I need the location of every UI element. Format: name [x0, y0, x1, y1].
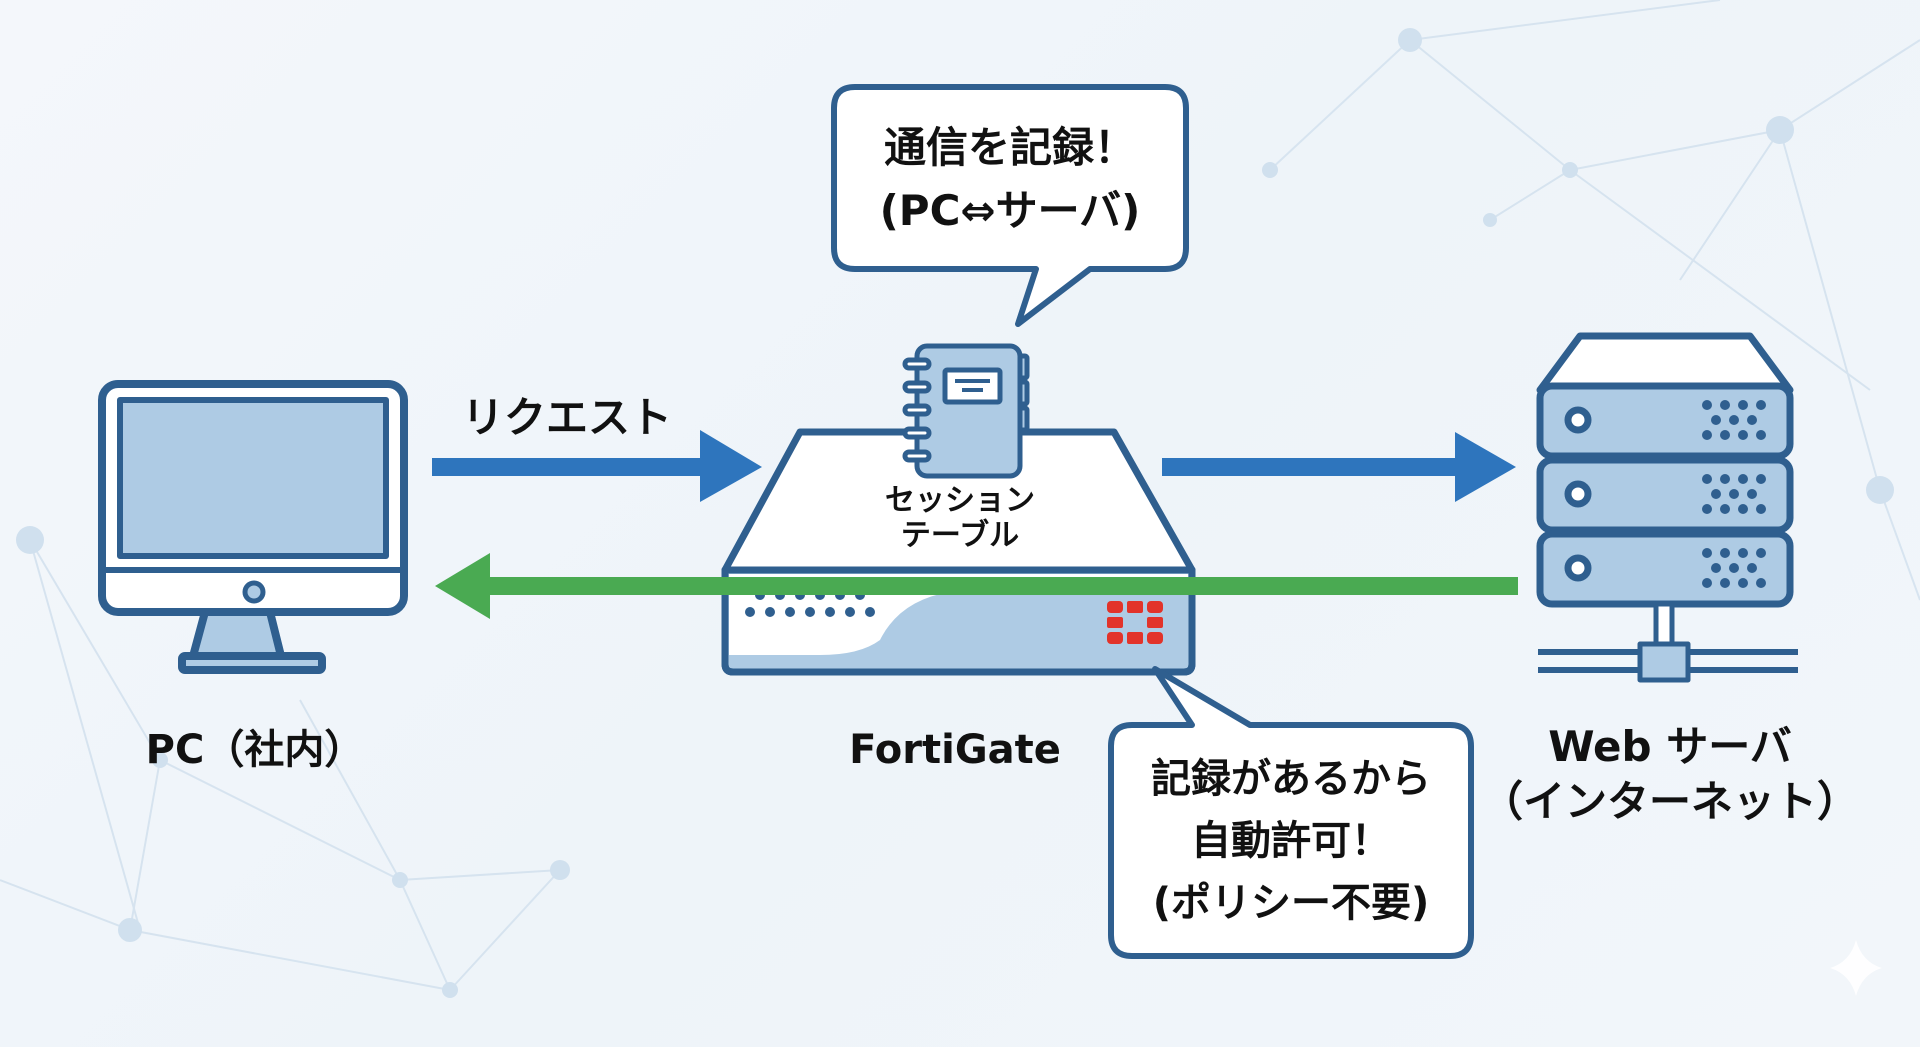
session-table-line1: セッション: [885, 483, 1035, 518]
request-arrow-continued: [1162, 432, 1516, 502]
sparkle-icon: [1830, 940, 1882, 996]
speech-bubble-top-line1: 通信を記録！: [883, 123, 1136, 172]
vent-dot: [1711, 563, 1721, 573]
vent-dot: [1729, 415, 1739, 425]
vent-dot: [1720, 474, 1730, 484]
vent-dot: [1747, 489, 1757, 499]
speech-bubble-bottom: [1108, 666, 1474, 959]
server-label-line2: （インターネット）: [1480, 776, 1859, 826]
vent-dot: [1756, 430, 1766, 440]
vent-dot: [1720, 400, 1730, 410]
speech-bubble-bottom-text: 記録があるから 自動許可！ (ポリシー不要): [1111, 748, 1471, 934]
vent-dot: [1738, 430, 1748, 440]
speech-bubble-bottom-line1: 記録があるから: [1151, 756, 1431, 802]
vent-dot: [1711, 415, 1721, 425]
vent-dot: [1738, 504, 1748, 514]
request-arrow-label: リクエスト: [462, 393, 673, 442]
vent-dot: [1738, 474, 1748, 484]
vent-dot: [1756, 400, 1766, 410]
session-table-label: セッション テーブル: [860, 483, 1060, 554]
speech-bubble-bottom-line3: (ポリシー不要): [1152, 880, 1430, 926]
server-vent-dots: [1702, 400, 1766, 588]
vent-dot: [1729, 563, 1739, 573]
vent-dot: [1702, 578, 1712, 588]
speech-bubble-top: [831, 84, 1189, 327]
vent-dot: [1756, 474, 1766, 484]
vent-dot: [1738, 400, 1748, 410]
fortinet-logo-icon: [1107, 601, 1163, 644]
vent-dot: [1729, 489, 1739, 499]
speech-bubble-top-text: 通信を記録！ (PC⇔サーバ): [834, 116, 1186, 242]
server-label: Web サーバ （インターネット）: [1460, 720, 1880, 829]
session-table-line2: テーブル: [900, 518, 1020, 554]
request-arrow: [432, 430, 762, 502]
desktop-monitor-icon: [98, 380, 408, 674]
vent-dot: [1738, 578, 1748, 588]
response-arrow: [435, 553, 1518, 619]
pc-label: PC（社内）: [145, 727, 365, 773]
vent-dot: [1756, 578, 1766, 588]
vent-dot: [1702, 400, 1712, 410]
server-label-line1: Web サーバ: [1548, 722, 1792, 771]
vent-dot: [1738, 548, 1748, 558]
vent-dot: [1756, 504, 1766, 514]
vent-dot: [1702, 474, 1712, 484]
vent-dot: [1711, 489, 1721, 499]
vent-dot: [1702, 504, 1712, 514]
speech-bubble-top-line2: (PC⇔サーバ): [879, 186, 1141, 235]
notebook-icon: [902, 343, 1030, 479]
vent-dot: [1720, 548, 1730, 558]
vent-dot: [1702, 548, 1712, 558]
vent-dot: [1747, 563, 1757, 573]
speech-bubble-bottom-line2: 自動許可！: [1191, 818, 1391, 864]
vent-dot: [1702, 430, 1712, 440]
vent-dot: [1720, 504, 1730, 514]
vent-dot: [1720, 430, 1730, 440]
vent-dot: [1747, 415, 1757, 425]
vent-dot: [1756, 548, 1766, 558]
vent-dot: [1720, 578, 1730, 588]
fortigate-label: FortiGate: [849, 727, 1061, 773]
